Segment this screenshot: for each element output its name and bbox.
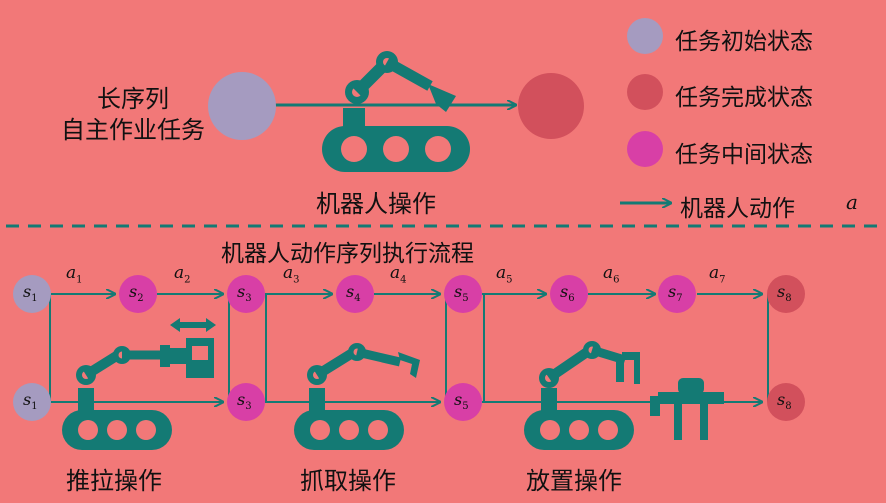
state-label-s1: s1 — [23, 282, 38, 304]
action-label-a6: a6 — [603, 263, 620, 285]
legend-complete-label: 任务完成状态 — [675, 85, 813, 111]
bottom-state-node-s1 — [13, 383, 51, 421]
legend-initial-swatch — [627, 18, 663, 54]
action-label-sub: 6 — [613, 274, 620, 286]
robot-push-pull-icon — [62, 318, 216, 450]
sequence-arrows — [48, 294, 769, 402]
action-label-base: a — [496, 263, 507, 283]
action-label-sub: 1 — [76, 274, 83, 286]
state-label-s5: s5 — [454, 282, 469, 304]
state-label-sub: 5 — [462, 293, 469, 305]
state-node-s7 — [658, 275, 696, 313]
state-label-sub: 8 — [785, 293, 792, 305]
robot-grasp-icon — [294, 343, 420, 450]
top-complete-state-node — [518, 73, 584, 139]
legend-action-symbol: a — [846, 190, 858, 214]
state-nodes-row1 — [13, 275, 805, 313]
state-label-sub: 6 — [568, 293, 575, 305]
bottom-state-node-s8 — [767, 383, 805, 421]
state-label-s7: s7 — [668, 282, 683, 304]
action-label-base: a — [709, 263, 720, 283]
action-label-sub: 4 — [400, 274, 407, 286]
state-label-base: s — [23, 390, 32, 409]
task-title-line1: 长序列 — [97, 85, 169, 113]
operation-label-place: 放置操作 — [526, 467, 622, 495]
state-label-base: s — [237, 390, 246, 409]
state-label-s8: s8 — [777, 282, 792, 304]
operation-label-push-pull: 推拉操作 — [66, 467, 162, 495]
action-label-base: a — [603, 263, 614, 283]
state-label-sub: 8 — [785, 401, 792, 413]
legend-complete-swatch — [627, 74, 663, 110]
action-label-sub: 7 — [719, 274, 726, 286]
action-label-a1: a1 — [66, 263, 83, 285]
legend-intermediate-swatch — [627, 131, 663, 167]
state-label-sub: 1 — [31, 293, 38, 305]
state-label-base: s — [668, 282, 677, 301]
action-label-a7: a7 — [709, 263, 726, 285]
state-node-s6 — [550, 275, 588, 313]
state-label-sub: 2 — [137, 293, 144, 305]
bottom-state-label-s3: s3 — [237, 390, 252, 412]
action-label-a3: a3 — [283, 263, 300, 285]
state-label-sub: 1 — [31, 401, 38, 413]
state-label-s4: s4 — [346, 282, 361, 304]
action-label-sub: 2 — [184, 274, 191, 286]
action-label-sub: 5 — [506, 274, 513, 286]
action-label-a4: a4 — [390, 263, 407, 285]
state-nodes-row2 — [13, 383, 805, 421]
bottom-state-node-s5 — [444, 383, 482, 421]
state-label-base: s — [560, 282, 569, 301]
action-label-base: a — [390, 263, 401, 283]
robot-icon-top — [322, 51, 470, 172]
state-label-base: s — [777, 282, 786, 301]
robot-place-icon — [524, 341, 724, 450]
robot-operation-label: 机器人操作 — [316, 190, 436, 218]
operation-label-grasp: 抓取操作 — [300, 467, 396, 495]
state-node-s3 — [227, 275, 265, 313]
action-label-base: a — [174, 263, 185, 283]
bottom-state-label-s5: s5 — [454, 390, 469, 412]
state-label-sub: 7 — [676, 293, 683, 305]
state-label-s2: s2 — [129, 282, 144, 304]
bottom-state-label-s1: s1 — [23, 390, 38, 412]
action-label-sub: 3 — [293, 274, 300, 286]
state-node-s1 — [13, 275, 51, 313]
action-label-a2: a2 — [174, 263, 191, 285]
state-label-base: s — [23, 282, 32, 301]
state-node-s5 — [444, 275, 482, 313]
state-label-sub: 3 — [245, 401, 252, 413]
action-label-base: a — [66, 263, 77, 283]
state-label-base: s — [237, 282, 246, 301]
legend-initial-label: 任务初始状态 — [675, 29, 813, 55]
state-label-sub: 3 — [245, 293, 252, 305]
state-label-base: s — [454, 282, 463, 301]
bottom-state-node-s3 — [227, 383, 265, 421]
sequence-title: 机器人动作序列执行流程 — [221, 241, 474, 267]
state-node-s4 — [336, 275, 374, 313]
state-label-s3: s3 — [237, 282, 252, 304]
bottom-state-label-s8: s8 — [777, 390, 792, 412]
task-title: 长序列 自主作业任务 — [30, 84, 236, 146]
state-label-sub: 4 — [354, 293, 361, 305]
top-initial-state-node — [208, 72, 276, 140]
state-node-s2 — [119, 275, 157, 313]
legend-intermediate-label: 任务中间状态 — [675, 142, 813, 168]
state-label-base: s — [346, 282, 355, 301]
state-label-base: s — [777, 390, 786, 409]
action-label-a5: a5 — [496, 263, 513, 285]
action-label-base: a — [283, 263, 294, 283]
state-node-s8 — [767, 275, 805, 313]
state-label-base: s — [454, 390, 463, 409]
legend — [620, 18, 671, 203]
state-label-s6: s6 — [560, 282, 575, 304]
state-label-base: s — [129, 282, 138, 301]
task-title-line2: 自主作业任务 — [61, 116, 205, 144]
legend-action-label: 机器人动作 — [680, 196, 795, 222]
state-label-sub: 5 — [462, 401, 469, 413]
